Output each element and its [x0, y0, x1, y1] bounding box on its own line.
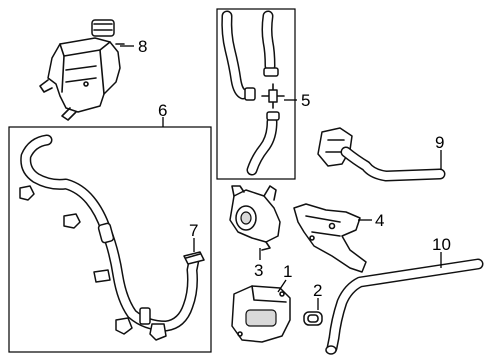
part-3-pump [229, 185, 281, 251]
callout-5: 5 [301, 91, 310, 110]
callout-8: 8 [138, 37, 147, 56]
part-5-hoses [221, 10, 285, 176]
part-6-group-box [8, 126, 212, 353]
callout-4: 4 [375, 211, 384, 230]
callout-10: 10 [432, 235, 451, 254]
part-9-hose [317, 127, 446, 182]
leader-1 [277, 279, 287, 293]
callout-1: 1 [283, 262, 292, 281]
part-10-hose [325, 258, 484, 355]
part-4-bracket [293, 203, 367, 273]
part-1-cooler [231, 285, 291, 343]
callout-3: 3 [254, 261, 263, 280]
coolant-reservoir [39, 19, 125, 121]
part-5-group-box [216, 8, 296, 180]
part-6-hose-assembly [19, 134, 200, 341]
callout-2: 2 [313, 281, 322, 300]
callout-6: 6 [158, 101, 167, 120]
callout-7: 7 [189, 221, 198, 240]
part-2-seal [303, 311, 323, 326]
part-7-fitting [183, 251, 205, 265]
callout-9: 9 [435, 133, 444, 152]
